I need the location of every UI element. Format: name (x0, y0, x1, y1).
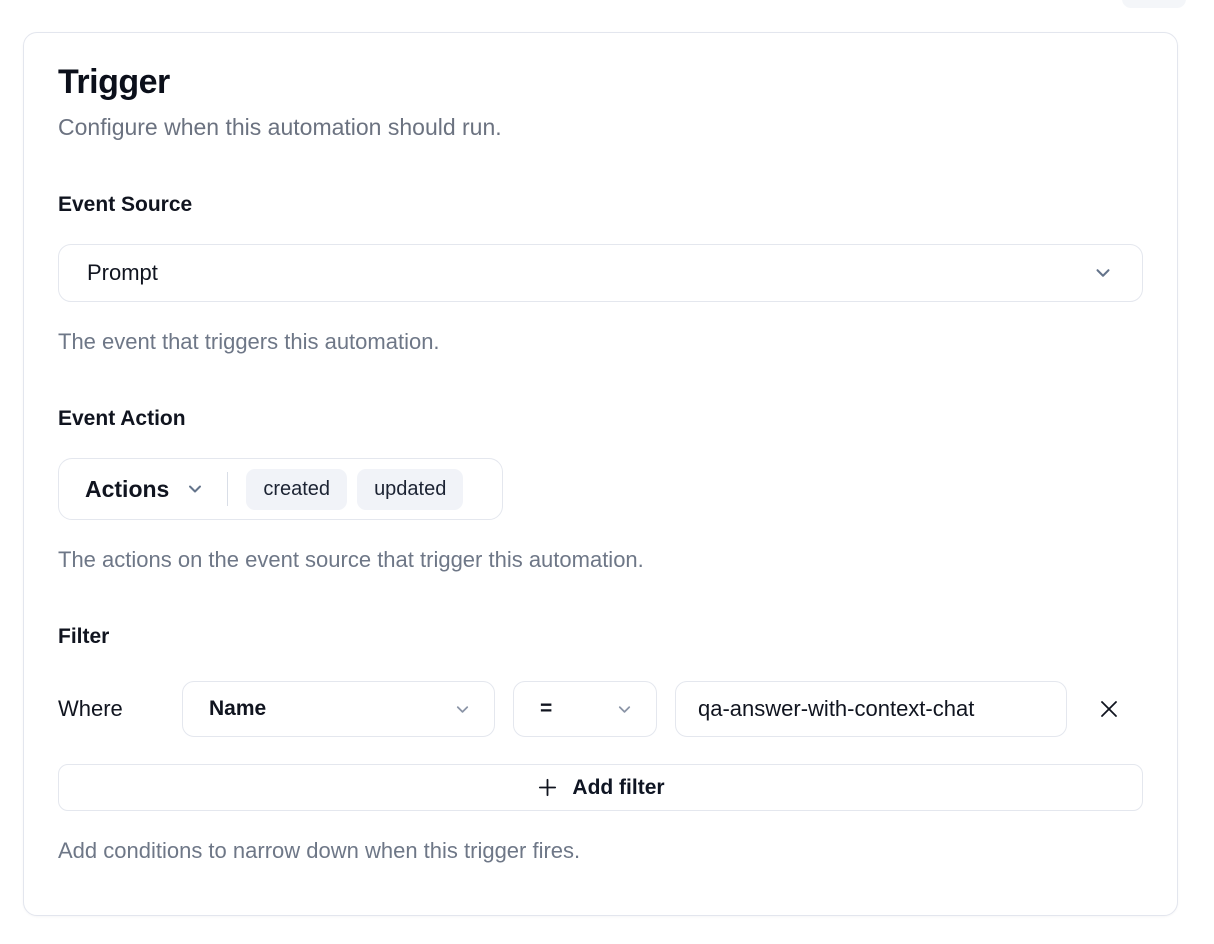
close-icon (1097, 697, 1121, 721)
filter-operator-select[interactable]: = (513, 681, 657, 738)
filter-operator-value: = (540, 697, 553, 721)
cropped-top-right-element (1122, 0, 1186, 8)
plus-icon (536, 776, 559, 799)
chevron-down-icon (1092, 262, 1114, 284)
where-label: Where (58, 696, 123, 722)
actions-dropdown-label: Actions (85, 475, 170, 502)
vertical-divider (227, 472, 229, 507)
remove-filter-button[interactable] (1091, 691, 1127, 727)
chevron-down-icon (185, 479, 205, 499)
filter-field-select[interactable]: Name (182, 681, 495, 738)
chevron-down-icon (453, 700, 472, 719)
filter-label: Filter (58, 625, 110, 649)
trigger-card: Trigger Configure when this automation s… (23, 32, 1178, 916)
actions-dropdown-button[interactable]: Actions (85, 476, 205, 503)
action-chip-list: created updated (246, 468, 464, 510)
filter-condition-row: Where Name = (58, 681, 1143, 738)
filter-value-input[interactable] (675, 681, 1067, 738)
add-filter-label: Add filter (572, 775, 665, 799)
filter-field-value: Name (209, 697, 267, 721)
action-chip-created: created (246, 468, 348, 510)
event-source-helper: The event that triggers this automation. (58, 329, 440, 355)
action-chip-updated: updated (357, 468, 464, 510)
event-source-selected-value: Prompt (87, 260, 158, 286)
page-title: Trigger (58, 63, 170, 101)
filter-helper: Add conditions to narrow down when this … (58, 838, 581, 864)
event-action-helper: The actions on the event source that tri… (58, 547, 644, 573)
event-action-control: Actions created updated (58, 458, 503, 521)
event-source-label: Event Source (58, 193, 193, 217)
add-filter-button[interactable]: Add filter (58, 764, 1143, 812)
page-subtitle: Configure when this automation should ru… (58, 114, 502, 141)
chevron-down-icon (615, 700, 634, 719)
event-source-select[interactable]: Prompt (58, 244, 1143, 303)
event-action-label: Event Action (58, 407, 186, 431)
